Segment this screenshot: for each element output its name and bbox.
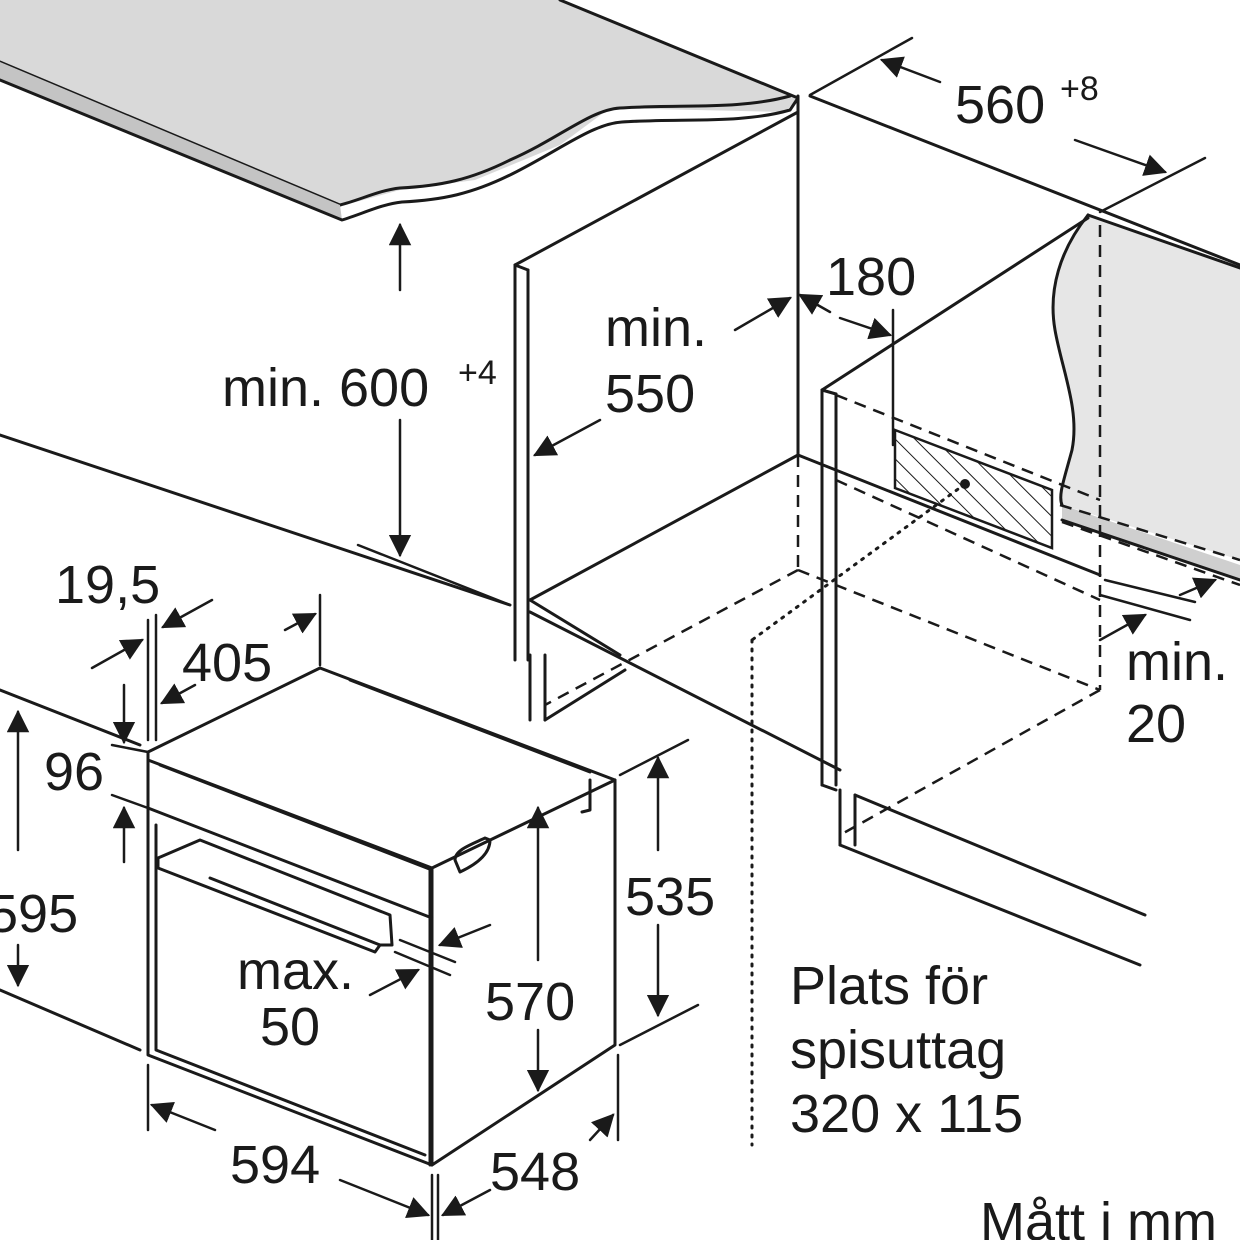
label-socket-line3: 320 x 115 bbox=[790, 1084, 1023, 1144]
cabinet-right-panel bbox=[796, 96, 1147, 967]
label-top-96: 96 bbox=[44, 742, 104, 802]
cabinet-left-panel bbox=[513, 94, 842, 772]
label-height-cutout: min. 600 bbox=[222, 358, 429, 418]
label-width-594: 594 bbox=[230, 1135, 320, 1195]
label-height-570: 570 bbox=[485, 972, 575, 1032]
dimension-lines bbox=[6, 36, 1218, 1242]
countertop bbox=[0, 0, 800, 222]
label-height-cutout-tolerance: +4 bbox=[458, 354, 497, 392]
dimension-labels: 560 +8 min. 600 +4 min. 550 180 min. 20 … bbox=[0, 70, 1228, 1245]
niche-floor bbox=[0, 94, 1240, 1052]
label-handle-line2: 50 bbox=[260, 997, 320, 1057]
label-handle-line1: max. bbox=[237, 941, 354, 1001]
label-depth-548: 548 bbox=[490, 1142, 580, 1202]
label-width-cutout-tolerance: +8 bbox=[1060, 70, 1099, 108]
hidden-edges bbox=[544, 225, 1240, 837]
label-depth-405: 405 bbox=[182, 633, 272, 693]
label-socket-offset: 180 bbox=[826, 247, 916, 307]
socket-area bbox=[750, 428, 1054, 1147]
label-width-cutout: 560 bbox=[955, 75, 1045, 135]
label-height-535: 535 bbox=[625, 867, 715, 927]
label-units-note: Mått i mm bbox=[980, 1192, 1217, 1240]
label-socket-line1: Plats för bbox=[790, 956, 988, 1016]
label-height-595: 595 bbox=[0, 884, 78, 944]
right-wall bbox=[1051, 213, 1240, 582]
label-back-gap-line2: 20 bbox=[1126, 694, 1186, 754]
label-back-gap-line1: min. bbox=[1126, 632, 1228, 692]
label-depth-cutout-line1: min. bbox=[605, 298, 707, 358]
label-panel-thickness: 19,5 bbox=[55, 555, 160, 615]
label-socket-line2: spisuttag bbox=[790, 1020, 1006, 1080]
oven bbox=[146, 666, 617, 1167]
label-depth-cutout-line2: 550 bbox=[605, 364, 695, 424]
